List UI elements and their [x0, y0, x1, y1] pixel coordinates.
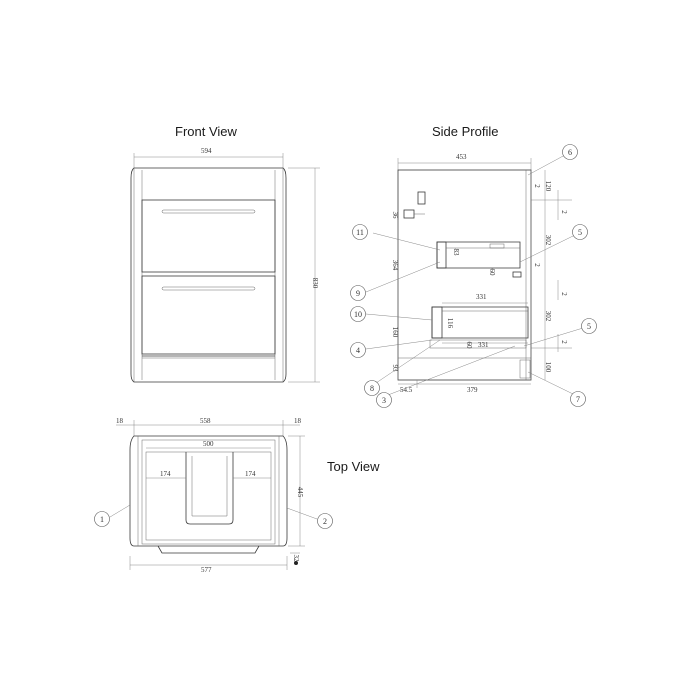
front-height-label: 830 [311, 278, 319, 289]
top-174-left-label: 174 [160, 470, 171, 478]
callout-11: 11 [352, 224, 368, 240]
front-view-title: Front View [175, 124, 238, 139]
svg-text:11: 11 [356, 228, 364, 237]
top-558-label: 558 [200, 417, 211, 425]
side-364-label: 364 [391, 260, 399, 271]
top-inner-box [141, 439, 276, 545]
side-120-label: 120 [544, 181, 552, 192]
side-waste-fitting [403, 209, 415, 219]
side-profile-view: 453 83 60 116 331 331 60 36 364 160 [365, 153, 584, 396]
callout-2: 2 [317, 513, 333, 529]
svg-text:4: 4 [356, 346, 360, 355]
top-view: 18 558 18 500 174 174 445 577 32 [109, 417, 318, 574]
callout-markers: 11 9 10 4 8 3 6 5 [94, 144, 597, 529]
side-36-label: 36 [391, 212, 399, 220]
top-u-cutout [185, 452, 234, 525]
svg-text:2: 2 [323, 517, 327, 526]
side-93-label: 93 [391, 365, 399, 373]
callout-5-upper: 5 [572, 224, 588, 240]
top-174-right-label: 174 [245, 470, 256, 478]
top-u-cutout-inner [191, 456, 228, 517]
front-width-label: 594 [201, 147, 212, 155]
side-302a-label: 302 [544, 235, 552, 246]
upper-runner [512, 271, 522, 278]
callout-3: 3 [376, 392, 392, 408]
side-379-label: 379 [467, 386, 478, 394]
top-500-label: 500 [203, 440, 214, 448]
top-view-title: Top View [327, 459, 380, 474]
callout-9: 9 [350, 285, 366, 301]
side-profile-title: Side Profile [432, 124, 498, 139]
top-handle-profile [157, 545, 260, 554]
top-18-left-label: 18 [116, 417, 124, 425]
top-drawer-box [145, 451, 272, 541]
upper-60-label: 60 [488, 269, 496, 277]
top-445-label: 445 [296, 487, 304, 498]
callout-6: 6 [562, 144, 578, 160]
upper-drawer-front [436, 241, 447, 269]
callout-8: 8 [364, 380, 380, 396]
side-100-label: 100 [544, 362, 552, 373]
callout-7: 7 [570, 391, 586, 407]
callout-1: 1 [94, 511, 110, 527]
side-2a-label: 2 [533, 184, 541, 188]
lower-331-label: 331 [476, 293, 487, 301]
lower-331b-label: 331 [478, 341, 489, 349]
side-depth-dimension: 453 [397, 153, 532, 170]
side-foot [519, 359, 531, 379]
callout-4: 4 [350, 342, 366, 358]
front-width-dimension: 594 [133, 147, 284, 168]
front-bottom-drawer [141, 275, 276, 355]
upper-drawer-83-label: 83 [452, 249, 460, 257]
svg-text:5: 5 [587, 322, 591, 331]
callout-10: 10 [350, 306, 366, 322]
top-drawer-handle [161, 209, 256, 214]
svg-text:10: 10 [354, 310, 362, 319]
front-view: 594 830 [130, 147, 320, 383]
top-32-marker [294, 561, 298, 565]
top-18-right-label: 18 [294, 417, 302, 425]
lower-drawer-116-label: 116 [446, 318, 454, 329]
side-depth-label: 453 [456, 153, 467, 161]
side-2c-label: 2 [533, 263, 541, 267]
svg-text:9: 9 [356, 289, 360, 298]
side-trap-fitting [417, 191, 426, 205]
lower-drawer-base [429, 339, 527, 349]
svg-text:3: 3 [382, 396, 386, 405]
upper-drawer-box [436, 241, 521, 269]
side-2e-label: 2 [560, 292, 568, 296]
lower-60-label: 60 [465, 342, 473, 350]
upper-drawer-notch [489, 243, 505, 249]
svg-text:7: 7 [576, 395, 580, 404]
side-2b-label: 2 [560, 210, 568, 214]
svg-text:6: 6 [568, 148, 572, 157]
front-height-dimension: 830 [288, 167, 320, 383]
lower-drawer-front [431, 306, 443, 339]
svg-text:1: 1 [100, 515, 104, 524]
top-cabinet-outline [129, 435, 288, 547]
side-302b-label: 302 [544, 311, 552, 322]
side-54-label: 54.5 [400, 386, 413, 394]
top-32-label: 32 [292, 555, 300, 563]
front-top-drawer [141, 199, 276, 273]
side-2d-label: 2 [560, 340, 568, 344]
svg-text:8: 8 [370, 384, 374, 393]
callout-5-lower: 5 [581, 318, 597, 334]
svg-text:5: 5 [578, 228, 582, 237]
side-160-label: 160 [391, 327, 399, 338]
top-577-label: 577 [201, 566, 212, 574]
bottom-drawer-handle [161, 286, 256, 291]
